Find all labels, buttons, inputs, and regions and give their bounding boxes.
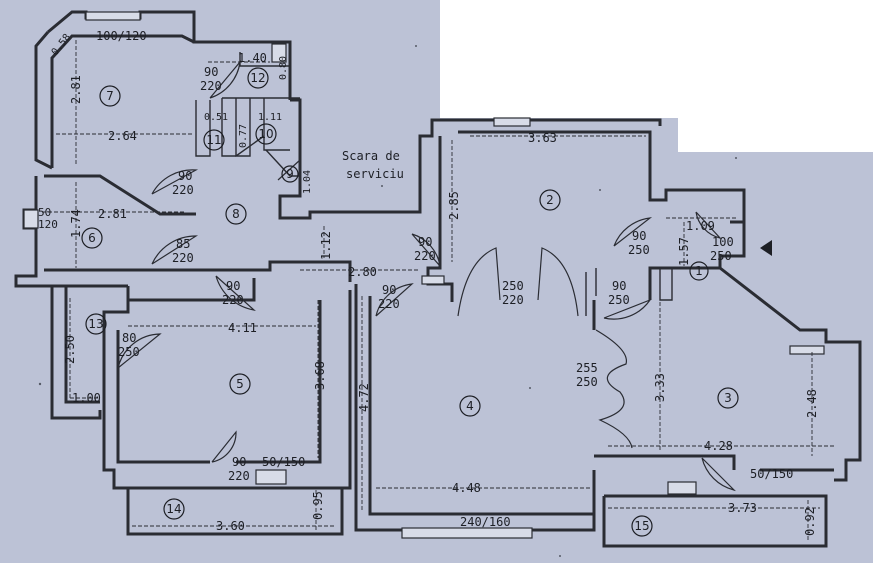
door-8-height: 220: [222, 293, 244, 307]
dim-2-85: 2.85: [447, 191, 461, 220]
door-4-3-height: 250: [576, 375, 598, 389]
dim-3-73: 3.73: [728, 501, 757, 515]
north-arrow-icon: [760, 240, 772, 256]
door-8-width: 90: [226, 279, 240, 293]
door-2-width: 90: [632, 229, 646, 243]
dim-0-51: 0.51: [204, 112, 228, 123]
dim-1-00: 1.00: [72, 391, 101, 405]
door-13-width: 80: [122, 331, 136, 345]
room-6: 6: [88, 231, 96, 245]
room-10: 10: [258, 127, 273, 141]
dim-2-80: 2.80: [348, 265, 377, 279]
dimension-lines: [42, 40, 836, 542]
room-4: 4: [466, 399, 474, 413]
door-2-height: 250: [628, 243, 650, 257]
door-2-4-width: 250: [502, 279, 524, 293]
door-hall-height: 220: [414, 249, 436, 263]
dim-1-12: 1.12: [319, 231, 333, 260]
door-6-height: 220: [172, 251, 194, 265]
dim-3-63: 3.63: [528, 131, 557, 145]
windows: [23, 11, 825, 539]
doors: [117, 60, 736, 492]
stair-label-line-2: serviciu: [346, 167, 404, 181]
dim-2-81-b: 2.81: [98, 207, 127, 221]
dim-50: 50: [38, 206, 51, 219]
room-1: 1: [695, 264, 703, 278]
dim-0-92: 0.92: [803, 507, 817, 536]
dim-120: 120: [38, 218, 58, 231]
dim-1-74: 1.74: [69, 209, 83, 238]
door-labels: 90 220 90 220 85 220 90 220 90 220 90 22…: [118, 65, 734, 483]
room-13: 13: [88, 317, 103, 331]
room-labels: 1 2 3 4 5 6 7 8 9 10 11 12 13 14 15: [81, 67, 739, 537]
dim-0-77: 0.77: [238, 124, 249, 148]
dim-3-33: 3.33: [653, 373, 667, 402]
door-hall-width: 90: [418, 235, 432, 249]
room-9: 9: [286, 167, 294, 181]
dim-1-04: 1.04: [302, 170, 313, 194]
dim-0-80: 0.80: [278, 56, 289, 80]
room-2: 2: [546, 193, 554, 207]
dim-3-68: 3.68: [313, 361, 327, 390]
dim-50-150-a: 50/150: [262, 455, 305, 469]
door-1-width: 100: [712, 235, 734, 249]
door-7-width: 90: [178, 169, 192, 183]
door-3-height: 250: [608, 293, 630, 307]
door-7-height: 220: [172, 183, 194, 197]
room-3: 3: [724, 391, 732, 405]
room-8: 8: [232, 207, 240, 221]
dim-240-160: 240/160: [460, 515, 511, 529]
dimension-labels: 100/120 0.58 2.81 2.64 1.40 0.80 0.51 0.…: [38, 29, 819, 536]
dim-2-81-a: 2.81: [69, 75, 83, 104]
dim-2-50: 2.50: [63, 335, 77, 364]
door-1-height: 250: [710, 249, 732, 263]
door-5-height: 220: [228, 469, 250, 483]
stair-label-line-1: Scara de: [342, 149, 400, 163]
room-14: 14: [166, 502, 181, 516]
dim-50-150-b: 50/150: [750, 467, 793, 481]
dim-4-48: 4.48: [452, 481, 481, 495]
dim-4-28: 4.28: [704, 439, 733, 453]
room-12: 12: [250, 71, 265, 85]
dim-0-95: 0.95: [311, 491, 325, 520]
door-4-3-width: 255: [576, 361, 598, 375]
door-2-4-height: 220: [502, 293, 524, 307]
door-hall2-width: 90: [382, 283, 396, 297]
door-hall2-height: 220: [378, 297, 400, 311]
dim-1-57: 1.57: [677, 237, 691, 266]
door-12-width: 90: [204, 65, 218, 79]
dim-1-09: 1.09: [686, 219, 715, 233]
room-5: 5: [236, 377, 244, 391]
scan-specks: [38, 45, 737, 557]
room-7: 7: [106, 89, 114, 103]
door-13-height: 250: [118, 345, 140, 359]
dim-1-40: 1.40: [238, 51, 267, 65]
dim-100-120: 100/120: [96, 29, 147, 43]
door-6-width: 85: [176, 237, 190, 251]
dim-2-48: 2.48: [805, 389, 819, 418]
dim-2-64: 2.64: [108, 129, 137, 143]
dim-4-11: 4.11: [228, 321, 257, 335]
door-3-width: 90: [612, 279, 626, 293]
dim-3-60: 3.60: [216, 519, 245, 533]
door-5-width: 90: [232, 455, 246, 469]
dim-4-72: 4.72: [357, 383, 371, 412]
door-12-height: 220: [200, 79, 222, 93]
dim-1-11: 1.11: [258, 112, 282, 123]
room-11: 11: [206, 133, 221, 147]
room-15: 15: [634, 519, 649, 533]
